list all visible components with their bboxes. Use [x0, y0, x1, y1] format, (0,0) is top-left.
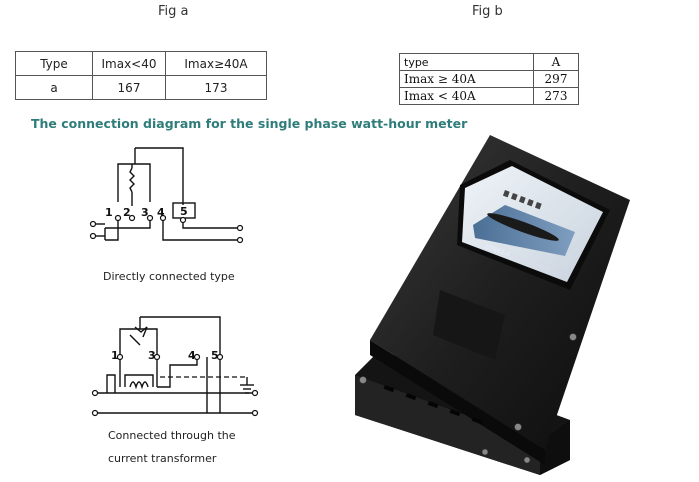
terminal-label: 2	[123, 206, 131, 219]
section-heading: The connection diagram for the single ph…	[31, 116, 468, 131]
table-cell: 297	[533, 70, 579, 88]
table-cell: Imax ≥ 40A	[399, 70, 534, 88]
terminal-label: 4	[188, 349, 196, 362]
table-row: a 167 173	[15, 75, 267, 100]
transformer-connection-diagram: 1 3 4 5	[91, 316, 259, 417]
table-cell: 167	[92, 75, 166, 100]
fig-a-table: Type Imax<40 Imax≥40A a 167 173	[15, 51, 267, 100]
diagram2-caption-line1: Connected through the	[108, 429, 236, 442]
table-cell: 173	[165, 75, 267, 100]
terminal-label: 5	[180, 205, 188, 218]
direct-connection-diagram: 1 2 3 4 5	[89, 147, 244, 244]
terminal-label: 1	[111, 349, 119, 362]
diagram2-caption-line2: current transformer	[108, 452, 217, 465]
table-header-cell: A	[533, 53, 579, 71]
fig-b-label: Fig b	[472, 4, 503, 19]
terminal-label: 4	[157, 206, 165, 219]
terminal-label: 5	[211, 349, 219, 362]
table-row: Imax < 40A 273	[399, 87, 579, 105]
table-header-row: Type Imax<40 Imax≥40A	[15, 51, 267, 76]
table-cell: 273	[533, 87, 579, 105]
table-header-row: type A	[399, 53, 579, 71]
terminal-label: 3	[141, 206, 149, 219]
table-header-cell: type	[399, 53, 534, 71]
terminal-label: 1	[105, 206, 113, 219]
table-cell: a	[15, 75, 93, 100]
table-header-cell: Type	[15, 51, 93, 76]
table-row: Imax ≥ 40A 297	[399, 70, 579, 88]
terminal-label: 3	[148, 349, 156, 362]
table-header-cell: Imax≥40A	[165, 51, 267, 76]
fig-a-label: Fig a	[158, 4, 189, 19]
diagram1-caption: Directly connected type	[103, 270, 235, 283]
table-cell: Imax < 40A	[399, 87, 534, 105]
meter-photo: DT862-4 三相四线有功电能表	[355, 135, 630, 475]
table-header-cell: Imax<40	[92, 51, 166, 76]
fig-b-table: type A Imax ≥ 40A 297 Imax < 40A 273	[399, 53, 579, 105]
